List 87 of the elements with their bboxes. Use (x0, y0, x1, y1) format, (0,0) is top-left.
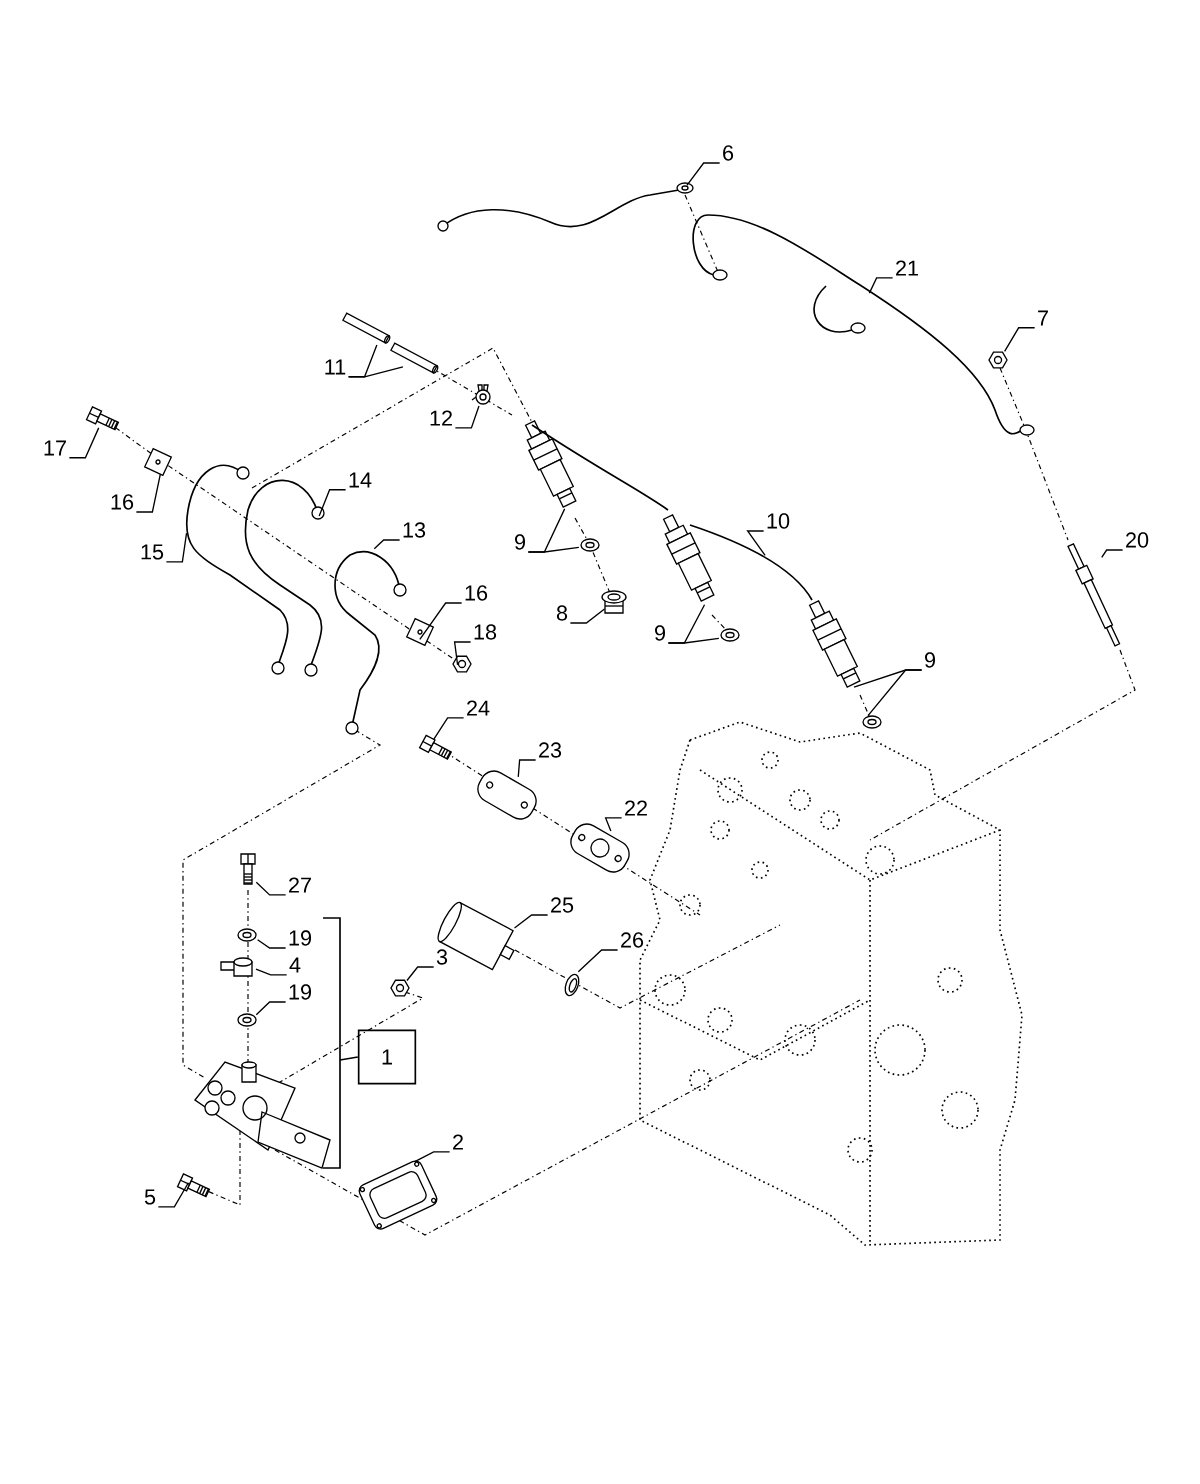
fuel-pipe (334, 551, 407, 735)
washer (564, 973, 580, 997)
leader-line (1101, 549, 1124, 559)
callout-number: 9 (515, 534, 525, 550)
callout-number: 25 (551, 897, 574, 913)
washer (237, 1013, 257, 1027)
leader-line (517, 759, 537, 778)
clip (471, 384, 491, 405)
callout-number: 3 (436, 949, 448, 965)
callout-number: 14 (349, 472, 372, 488)
leader-line (318, 489, 347, 517)
banjo-fitting (220, 957, 253, 977)
callout-number: 12 (430, 410, 452, 426)
leader-line (667, 637, 720, 644)
callout-number: 6 (723, 145, 734, 161)
leader-line (135, 473, 161, 513)
injector (524, 420, 577, 508)
callout-box: 1 (357, 1029, 417, 1085)
fuel-pipe (531, 424, 813, 601)
leader-line (867, 669, 923, 717)
glow-plug (1067, 543, 1121, 647)
washer (237, 928, 257, 942)
callout-number: 9 (655, 625, 665, 641)
leader-line (256, 939, 287, 949)
leader-line (165, 532, 188, 563)
callout-number: 26 (621, 932, 644, 948)
leader-line (255, 1001, 287, 1016)
leader-line (419, 602, 463, 641)
leader-line (406, 966, 435, 982)
leader-line (746, 530, 766, 557)
callout-number: 4 (289, 957, 301, 973)
leader-line (157, 1182, 190, 1208)
leader-line (414, 1151, 451, 1163)
nut (390, 979, 410, 997)
leader-line (433, 717, 465, 740)
gasket (359, 1161, 437, 1229)
leader-line (527, 546, 580, 553)
leader-line (868, 277, 894, 294)
leader-line (68, 427, 100, 459)
callout-number: 16 (465, 585, 488, 601)
callout-number: 13 (403, 522, 426, 538)
callout-number: 5 (144, 1189, 156, 1205)
nut (452, 655, 472, 673)
callout-number: 16 (111, 494, 134, 510)
leader-line (255, 881, 287, 896)
cover-plate (486, 781, 528, 809)
callout-number: 17 (44, 440, 66, 456)
leader-line (373, 539, 401, 550)
leader-line (569, 608, 606, 624)
callout-number: 27 (289, 877, 311, 893)
washer (862, 715, 882, 729)
leader-line (453, 641, 472, 666)
leader-line (347, 366, 404, 378)
solenoid (437, 901, 515, 971)
callout-number: 11 (325, 359, 346, 375)
callout-number: 23 (539, 742, 562, 758)
callout-number: 7 (1038, 310, 1048, 326)
callout-number: 22 (625, 800, 647, 816)
callout-number: 15 (141, 544, 164, 560)
fuel-pipe (437, 182, 694, 232)
fuel-pipe (692, 214, 1035, 436)
leader-line (454, 405, 480, 429)
callout-number: 18 (474, 624, 497, 640)
seat (601, 590, 627, 614)
callout-number: 19 (289, 984, 312, 1000)
injector (808, 600, 861, 688)
leader-line (513, 914, 549, 929)
leader-line (686, 162, 721, 187)
gasket (578, 833, 622, 863)
bolt (176, 1173, 211, 1198)
bolt (240, 853, 256, 885)
leader-line (255, 968, 288, 976)
hose (342, 312, 391, 344)
callout-number: 19 (289, 930, 312, 946)
callout-number: 2 (453, 1134, 463, 1150)
callout-number: 24 (467, 700, 490, 716)
leader-line (577, 949, 619, 973)
washer (720, 628, 740, 642)
leader-line (604, 817, 623, 832)
hose (390, 342, 439, 374)
fuel-pipe (244, 479, 325, 677)
callout-number: 9 (925, 652, 935, 668)
callout-number: 8 (556, 605, 568, 621)
leader-line (1003, 327, 1036, 352)
bolt (85, 406, 120, 431)
callout-number: 20 (1126, 532, 1149, 548)
fuel-pipe (185, 464, 289, 675)
